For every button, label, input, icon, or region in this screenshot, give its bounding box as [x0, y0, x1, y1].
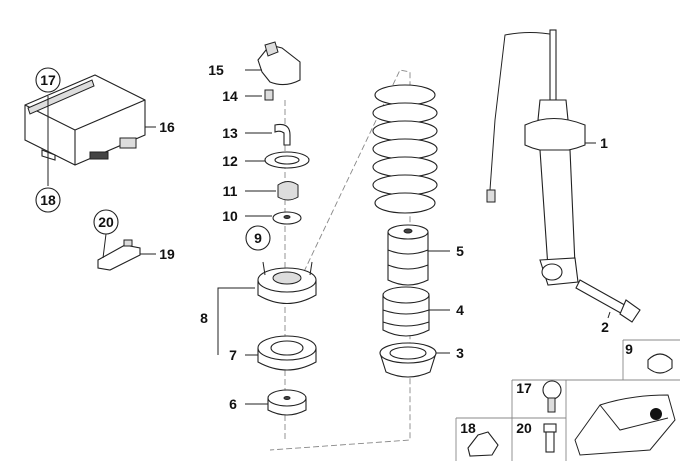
label-1: 1 — [600, 135, 608, 151]
bracket-8 — [217, 287, 255, 355]
label-10: 10 — [222, 208, 238, 224]
inset-panel — [455, 339, 680, 461]
label-14: 14 — [222, 88, 238, 104]
label-4: 4 — [456, 302, 464, 318]
inset-bolt-20 — [543, 423, 557, 433]
label-6: 6 — [229, 396, 237, 412]
label-19: 19 — [159, 246, 175, 262]
coil-spring-part — [372, 84, 438, 214]
label-18: 18 — [40, 192, 56, 208]
inset-screw-17 — [542, 380, 562, 400]
label-13: 13 — [222, 125, 238, 141]
label-9: 9 — [254, 230, 262, 246]
label-15: 15 — [208, 62, 224, 78]
inset-label-20: 20 — [516, 420, 532, 436]
inset-clip-18 — [467, 431, 499, 457]
inset-label-9: 9 — [625, 341, 633, 357]
hose-part — [274, 123, 291, 146]
label-12: 12 — [222, 153, 238, 169]
label-8: 8 — [200, 310, 208, 326]
callout-circle-18 — [35, 187, 61, 213]
label-20: 20 — [98, 214, 114, 230]
sensor-part — [97, 239, 141, 271]
clip-part — [264, 89, 274, 101]
callout-circle-9 — [245, 225, 271, 251]
label-16: 16 — [159, 119, 175, 135]
callout-circle-17 — [35, 67, 61, 93]
bump-stop-small — [277, 181, 299, 201]
label-7: 7 — [229, 347, 237, 363]
label-17: 17 — [40, 72, 56, 88]
protection-tube-part — [382, 286, 430, 337]
callout-circle-20 — [93, 209, 119, 235]
bump-stop-part — [387, 224, 429, 286]
inset-label-18: 18 — [460, 420, 476, 436]
inset-label-17: 17 — [516, 380, 532, 396]
label-2: 2 — [601, 319, 609, 335]
location-marker — [650, 408, 662, 420]
control-unit-part — [24, 74, 146, 166]
lower-pad-part — [267, 389, 307, 416]
label-3: 3 — [456, 345, 464, 361]
label-5: 5 — [456, 243, 464, 259]
label-11: 11 — [223, 183, 238, 199]
spring-seat-part — [257, 335, 317, 371]
inset-car-outline — [574, 394, 676, 456]
shock-absorber-part — [486, 29, 586, 286]
support-bearing-part — [257, 261, 317, 304]
lower-spring-seat-part — [379, 342, 437, 378]
boot-cap-part — [257, 41, 301, 86]
inset-nut — [647, 353, 673, 374]
